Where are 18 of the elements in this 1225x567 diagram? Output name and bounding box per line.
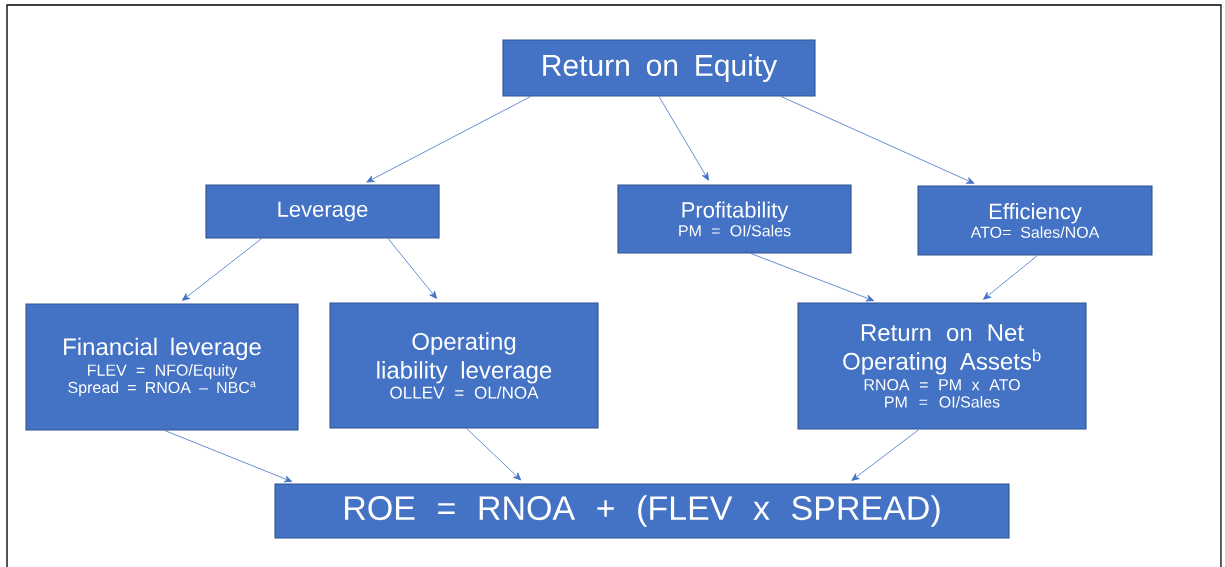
arrow bbox=[366, 96, 532, 183]
arrow bbox=[780, 96, 975, 184]
arrow bbox=[983, 255, 1038, 300]
process-box: Operating liability leverage OLLEV = OL/NOA bbox=[329, 302, 599, 429]
arrow bbox=[466, 428, 522, 481]
process-box: ROE = RNOA + (FLEV x SPREAD) bbox=[274, 483, 1010, 539]
process-box: Profitability PM = OI/Sales bbox=[617, 184, 852, 254]
arrow bbox=[750, 253, 875, 302]
arrow bbox=[387, 238, 438, 299]
arrow bbox=[164, 430, 293, 483]
arrow bbox=[181, 238, 263, 301]
process-box: Return on Net Operating Assets$^{b}$ RNOA = PM x ATO PM = OI/Sales bbox=[797, 302, 1087, 430]
arrow bbox=[658, 96, 709, 181]
process-box: Leverage bbox=[205, 184, 440, 239]
arrow bbox=[851, 429, 920, 481]
process-box: Financial leverage FLEV = NFO/Equity Spread = RNOA – NBC$^{a}$ bbox=[25, 303, 299, 431]
process-box: Return on Equity bbox=[502, 39, 816, 97]
process-box: Efficiency ATO= Sales/NOA bbox=[917, 185, 1153, 256]
